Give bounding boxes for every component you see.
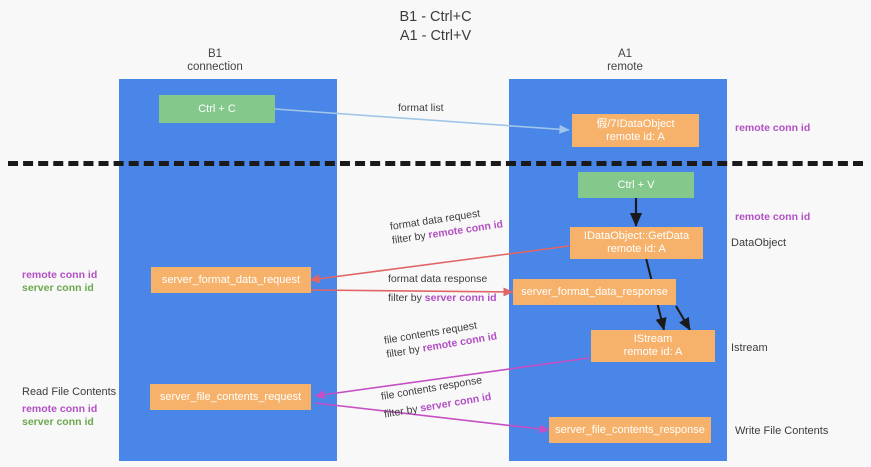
phase-divider — [8, 161, 863, 166]
edge-format-data-response-prefix: filter by — [388, 292, 425, 304]
right-label-remote-conn-id-top: remote conn id — [735, 122, 811, 134]
edge-format-data-response-conn: server conn id — [424, 292, 497, 304]
node-server-file-contents-request[interactable]: server_file_contents_request — [150, 384, 311, 410]
node-istream-line2: remote id: A — [623, 346, 683, 358]
right-label-istream: Istream — [731, 342, 768, 354]
node-ctrl-c-label: Ctrl + C — [198, 102, 236, 115]
node-idataobject-getdata[interactable]: IDataObject::GetData remote id: A — [570, 227, 703, 259]
node-server-file-contents-request-label: server_file_contents_request — [159, 390, 302, 403]
node-idataobject-line1: 假/7IDataObject — [596, 117, 675, 130]
node-istream[interactable]: IStream remote id: A — [591, 330, 715, 362]
edge-format-data-request-prefix: filter by — [391, 229, 430, 247]
node-server-file-contents-response[interactable]: server_file_contents_response — [549, 417, 711, 443]
edge-label-format-list: format list — [398, 101, 444, 115]
edge-label-format-data-response: format data response filter by server co… — [388, 272, 497, 305]
node-idataobject[interactable]: 假/7IDataObject remote id: A — [572, 114, 699, 147]
left-label-remote-conn-id-2: remote conn id — [22, 403, 98, 415]
node-server-file-contents-response-label: server_file_contents_response — [555, 423, 705, 436]
left-label-read-file-contents: Read File Contents — [22, 386, 117, 398]
node-server-format-data-response[interactable]: server_format_data_response — [513, 279, 676, 305]
node-idataobject-line2: remote id: A — [606, 130, 665, 143]
edge-label-file-contents-response: file contents response filter by server … — [380, 372, 492, 421]
node-ctrl-v-label: Ctrl + V — [617, 178, 655, 191]
node-server-format-data-request[interactable]: server_format_data_request — [151, 267, 311, 293]
lane-title-b1: B1 connection — [187, 48, 243, 73]
edge-format-data-response-line2: filter by server conn id — [388, 291, 497, 305]
lane-title-a1: A1 remote — [607, 48, 643, 73]
node-server-format-data-request-label: server_format_data_request — [161, 273, 301, 286]
diagram-title: B1 - Ctrl+C A1 - Ctrl+V — [399, 9, 472, 44]
right-label-dataobject: DataObject — [731, 237, 787, 249]
node-getdata-line2: remote id: A — [607, 243, 666, 255]
node-ctrl-v[interactable]: Ctrl + V — [578, 172, 694, 198]
node-istream-line1: IStream — [633, 333, 673, 345]
left-label-server-conn-id: server conn id — [22, 282, 94, 294]
edge-label-file-contents-request: file contents request filter by remote c… — [383, 316, 498, 362]
node-server-format-data-response-label: server_format_data_response — [521, 285, 668, 298]
edge-label-format-list-text: format list — [398, 102, 444, 114]
edge-format-data-response-line1: format data response — [388, 273, 488, 285]
node-ctrl-c[interactable]: Ctrl + C — [159, 95, 275, 123]
edge-file-contents-response-prefix: filter by — [383, 402, 422, 421]
edge-label-format-data-request: format data request filter by remote con… — [389, 203, 504, 247]
left-label-server-conn-id-2: server conn id — [22, 416, 94, 428]
node-getdata-line1: IDataObject::GetData — [583, 230, 690, 242]
left-label-remote-conn-id: remote conn id — [22, 269, 98, 281]
right-label-write-file-contents: Write File Contents — [735, 425, 829, 437]
right-label-remote-conn-id-mid: remote conn id — [735, 211, 811, 223]
